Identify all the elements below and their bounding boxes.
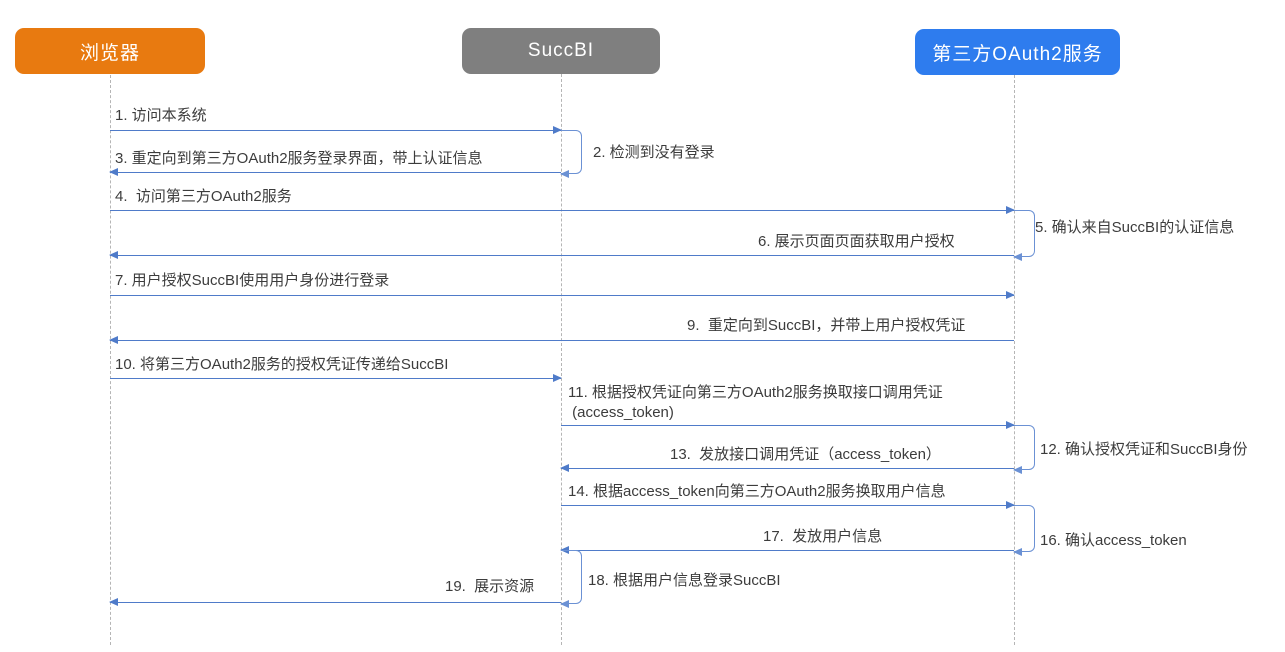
arrowhead-left-icon (560, 600, 569, 608)
arrowhead-left-icon (560, 170, 569, 178)
message-label-7: 7. 用户授权SuccBI使用用户身份进行登录 (115, 272, 390, 289)
message-line-11 (561, 421, 1015, 429)
message-label-3: 3. 重定向到第三方OAuth2服务登录界面，带上认证信息 (115, 150, 483, 167)
message-label-16: 16. 确认access_token (1040, 532, 1187, 549)
self-message-bracket-2 (560, 130, 582, 178)
arrowhead-left-icon (109, 251, 118, 259)
actor-browser-box: 浏览器 (15, 28, 205, 74)
lifeline-oauth (1014, 75, 1015, 645)
arrowhead-left-icon (109, 336, 118, 344)
actor-oauth-box: 第三方OAuth2服务 (915, 29, 1120, 75)
message-line-4 (110, 206, 1015, 214)
arrowhead-right-icon (553, 126, 562, 134)
message-label-10: 10. 将第三方OAuth2服务的授权凭证传递给SuccBI (115, 356, 449, 373)
actor-succbi-box: SuccBI (462, 28, 660, 74)
actor-oauth-label: 第三方OAuth2服务 (932, 43, 1103, 65)
actor-succbi-label: SuccBI (527, 40, 595, 61)
self-message-bracket-16 (1013, 505, 1035, 556)
message-label-2: 2. 检测到没有登录 (593, 144, 715, 161)
message-line-6 (109, 251, 1014, 259)
message-label-19: 19. 展示资源 (445, 578, 535, 595)
message-label-4: 4. 访问第三方OAuth2服务 (115, 188, 292, 205)
arrowhead-left-icon (1013, 466, 1022, 474)
arrowhead-right-icon (1006, 501, 1015, 509)
arrowhead-right-icon (1006, 421, 1015, 429)
message-line-3 (109, 168, 561, 176)
message-label-6: 6. 展示页面页面获取用户授权 (758, 233, 955, 250)
message-label-17: 17. 发放用户信息 (763, 528, 883, 545)
message-line-17 (560, 546, 1014, 554)
message-label-18: 18. 根据用户信息登录SuccBI (588, 572, 781, 589)
message-line-14 (561, 501, 1015, 509)
actor-browser-label: 浏览器 (79, 42, 140, 64)
message-label-1: 1. 访问本系统 (115, 107, 207, 124)
arrowhead-left-icon (1013, 253, 1022, 261)
arrowhead-right-icon (1006, 291, 1015, 299)
message-line-9 (109, 336, 1014, 344)
message-label-9: 9. 重定向到SuccBI，并带上用户授权凭证 (687, 317, 966, 334)
message-line-7 (110, 291, 1015, 299)
lifeline-succbi (561, 74, 562, 645)
message-line-1 (110, 126, 562, 134)
message-line-13 (560, 464, 1014, 472)
arrowhead-left-icon (560, 464, 569, 472)
arrowhead-left-icon (109, 598, 118, 606)
self-message-bracket-5 (1013, 210, 1035, 261)
arrowhead-right-icon (1006, 206, 1015, 214)
arrowhead-left-icon (1013, 548, 1022, 556)
message-line-19 (109, 598, 561, 606)
lifeline-browser (110, 75, 111, 645)
message-line-10 (110, 374, 562, 382)
message-label-14: 14. 根据access_token向第三方OAuth2服务换取用户信息 (568, 483, 946, 500)
arrowhead-left-icon (109, 168, 118, 176)
message-label-11: 11. 根据授权凭证向第三方OAuth2服务换取接口调用凭证 (access_t… (568, 384, 943, 421)
message-label-12: 12. 确认授权凭证和SuccBI身份 (1040, 441, 1248, 458)
arrowhead-right-icon (553, 374, 562, 382)
message-label-13: 13. 发放接口调用凭证（access_token） (670, 446, 941, 463)
self-message-bracket-18 (560, 550, 582, 608)
message-label-5: 5. 确认来自SuccBI的认证信息 (1035, 219, 1235, 236)
self-message-bracket-12 (1013, 425, 1035, 474)
